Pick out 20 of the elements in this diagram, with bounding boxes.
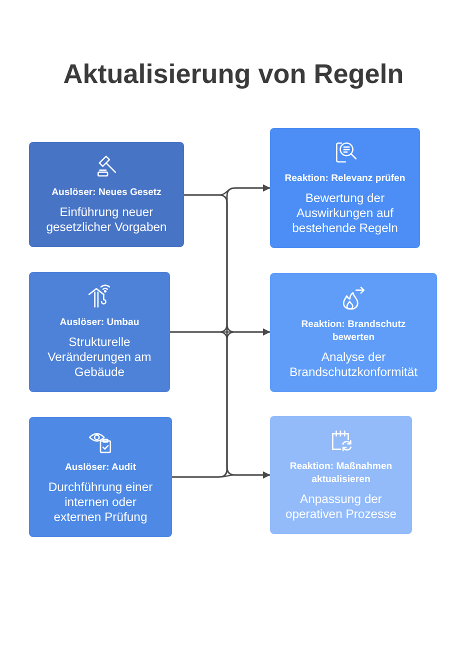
- box-heading: Reaktion: Brandschutz bewerten: [300, 318, 407, 344]
- box-heading: Reaktion: Relevanz prüfen: [284, 172, 406, 185]
- box-heading: Auslöser: Neues Gesetz: [52, 186, 162, 199]
- box-description: Bewertung der Auswirkungen auf bestehende Regeln: [291, 191, 399, 236]
- diagram-title: Aktualisierung von Regeln: [63, 58, 404, 91]
- process-box: [270, 128, 420, 248]
- arrow: [172, 472, 270, 478]
- process-box: [29, 142, 184, 247]
- process-box: [29, 272, 170, 392]
- box-description: Anpassung der operativen Prozesse: [284, 492, 398, 522]
- box-heading: Auslöser: Audit: [64, 461, 136, 474]
- process-box: [29, 417, 172, 537]
- box-description: Einführung neuer gesetzlicher Vorgaben: [45, 205, 168, 235]
- box-description: Strukturelle Veränderungen am Gebäude: [46, 335, 152, 380]
- box-description: Durchführung einer internen oder externen Prüfung: [47, 480, 154, 525]
- box-heading: Reaktion: Maßnahmen aktualisieren: [288, 460, 394, 486]
- box-description: Analyse der Brandschutzkonformität: [288, 350, 419, 380]
- process-box: [270, 416, 412, 534]
- box-heading: Auslöser: Umbau: [60, 316, 140, 329]
- process-box: [270, 273, 437, 392]
